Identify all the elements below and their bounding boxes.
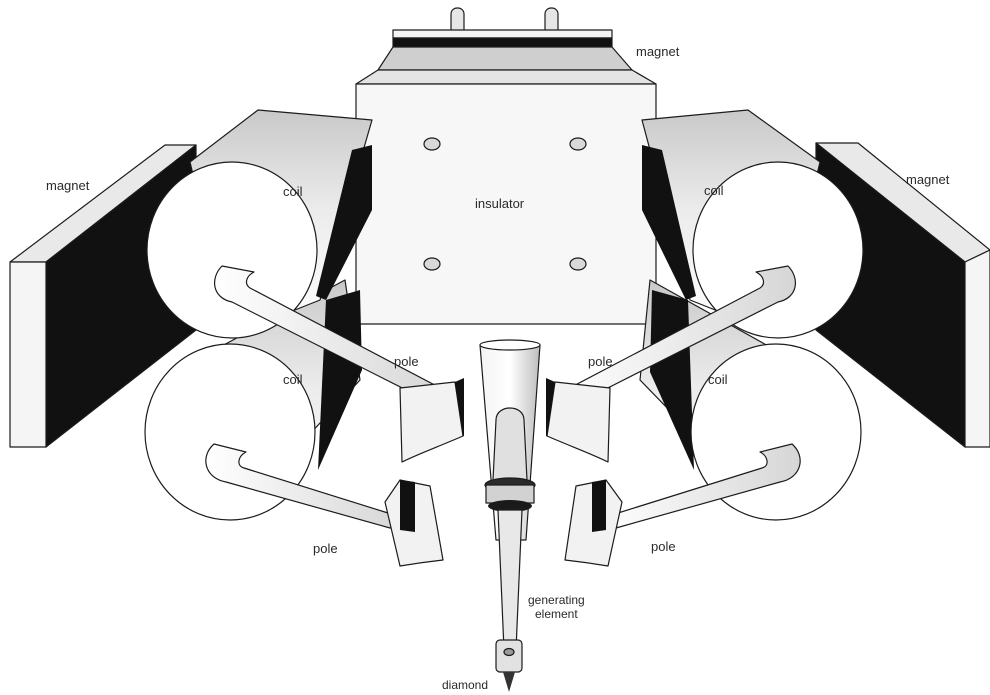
pole-lower-right — [564, 443, 801, 567]
label-magnet-left: magnet — [46, 178, 90, 193]
label-pole-upper-right: pole — [588, 354, 613, 369]
insulator-block — [355, 69, 657, 325]
label-generating: generating — [528, 593, 585, 607]
label-coil-lower-right: coil — [708, 372, 728, 387]
cantilever — [497, 509, 523, 651]
top-magnet-bevel — [377, 46, 633, 71]
label-magnet-top: magnet — [636, 44, 680, 59]
insulator-screw-hole — [569, 257, 587, 271]
top-magnet-dark-band — [392, 37, 613, 48]
diamond-tip — [503, 672, 515, 692]
left-magnet-front-face — [9, 261, 47, 448]
label-diamond: diamond — [442, 678, 488, 692]
insulator-face — [355, 83, 657, 325]
top-magnet — [377, 7, 633, 71]
coil-lower-left-end-face — [144, 343, 316, 521]
insulator-screw-hole — [423, 257, 441, 271]
coil-upper-left-end-face — [146, 161, 318, 339]
coil-lower-right-end-face — [690, 343, 862, 521]
label-magnet-right: magnet — [906, 172, 950, 187]
generating-element-capsule — [492, 407, 528, 481]
label-coil-upper-right: coil — [704, 183, 724, 198]
pole-upper-right — [546, 265, 796, 463]
insulator-screw-hole — [423, 137, 441, 151]
label-pole-lower-right: pole — [651, 539, 676, 554]
top-magnet-top-face — [392, 29, 613, 39]
label-element: element — [535, 607, 578, 621]
label-coil-lower-left: coil — [283, 372, 303, 387]
coil-upper-right-end-face — [692, 161, 864, 339]
label-pole-lower-left: pole — [313, 541, 338, 556]
generating-element — [479, 339, 541, 692]
pole-upper-left — [214, 265, 464, 463]
insulator-screw-hole — [569, 137, 587, 151]
pole-lower-left — [205, 443, 444, 567]
label-coil-upper-left: coil — [283, 184, 303, 199]
label-pole-upper-left: pole — [394, 354, 419, 369]
right-magnet-front-face — [964, 249, 990, 448]
label-insulator: insulator — [475, 196, 525, 211]
